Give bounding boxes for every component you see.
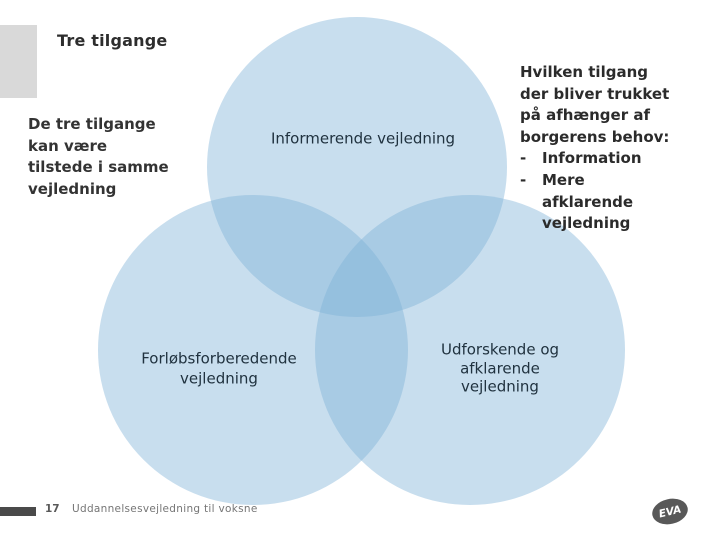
eva-logo-text: EVA	[657, 503, 683, 520]
venn-label-informerende: Informerende vejledning	[270, 129, 456, 148]
bullet-text: Information	[542, 149, 642, 168]
side-note-text: De tre tilgange kan være tilstede i samm…	[28, 115, 169, 198]
bullet-item: - Mere afklarende vejledning	[520, 170, 720, 235]
bullet-dash: -	[520, 170, 527, 189]
footer-bar	[0, 507, 36, 516]
venn-circle-informerende	[207, 17, 507, 317]
page-title: Tre tilgange	[57, 31, 168, 50]
need-note-intro: Hvilken tilgang der bliver trukket på af…	[520, 63, 670, 146]
bullet-text: Mere afklarende vejledning	[542, 170, 634, 233]
venn-label-forlobsforberedende: Forløbsforberedende vejledning	[141, 349, 297, 388]
need-note: Hvilken tilgang der bliver trukket på af…	[520, 62, 720, 235]
venn-circle-forlobsforberedende	[98, 195, 408, 505]
bullet-item: - Information	[520, 148, 720, 170]
accent-block	[0, 25, 37, 98]
footer-page-number: 17	[45, 503, 60, 515]
bullet-dash: -	[520, 149, 527, 168]
venn-circle-udforskende	[315, 195, 625, 505]
footer-deck-title: Uddannelsesvejledning til voksne	[72, 503, 258, 515]
venn-label-udforskende: Udforskende og afklarende vejledning	[440, 340, 560, 396]
